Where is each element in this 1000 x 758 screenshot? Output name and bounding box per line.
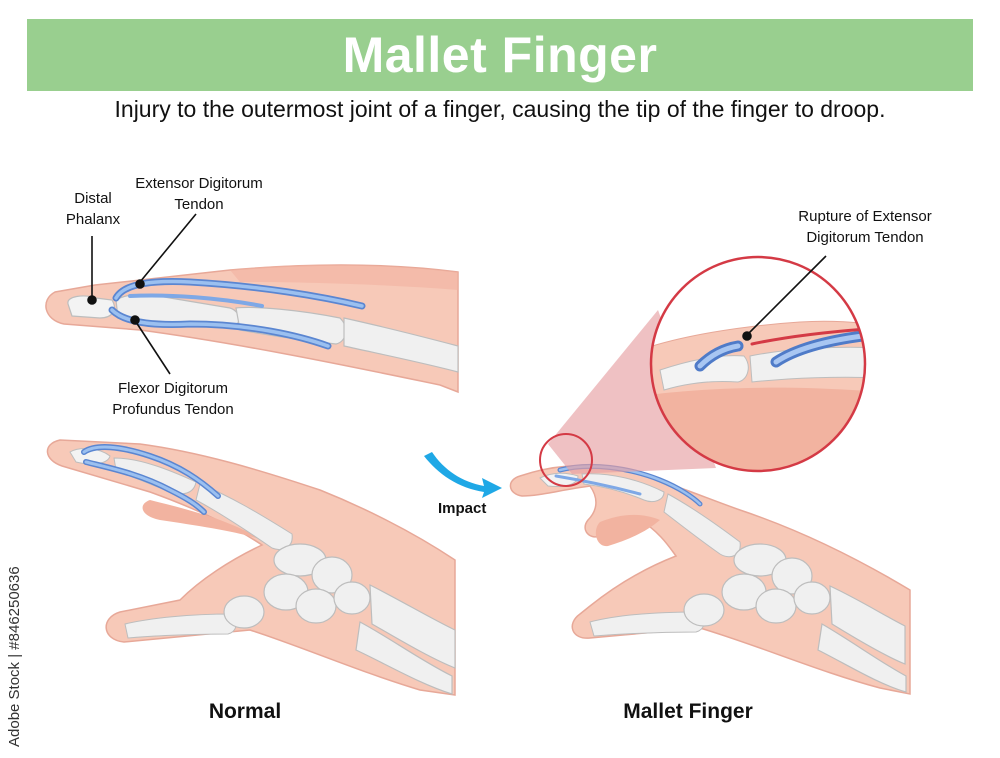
magnified-view [649,255,867,473]
stock-credit: Adobe Stock | #846250636 [4,515,26,747]
injury-focus-circle [539,433,593,487]
page-title: Mallet Finger [342,27,658,83]
label-pointers-top [87,213,197,375]
label-rupture: Rupture of Extensor Digitorum Tendon [798,208,932,246]
mallet-hand [509,463,911,695]
page-subtitle: Injury to the outermost joint of a finge… [114,96,886,122]
label-distal-phalanx: Distal Phalanx [65,190,121,228]
magnifier-cone [548,310,716,474]
caption-normal: Normal [208,700,282,723]
title-banner: Mallet Finger [27,19,973,91]
rupture-pointer [742,255,827,341]
stock-credit-text: Adobe Stock | #846250636 [6,566,23,747]
normal-hand [46,439,456,696]
caption-mallet-finger: Mallet Finger [623,700,753,723]
impact-arrow [424,452,502,498]
normal-finger-closeup [45,264,459,394]
label-flexor-tendon: Flexor Digitorum Profundus Tendon [112,380,234,418]
label-impact: Impact [438,500,487,517]
label-extensor-tendon: Extensor Digitorum Tendon [135,175,263,213]
